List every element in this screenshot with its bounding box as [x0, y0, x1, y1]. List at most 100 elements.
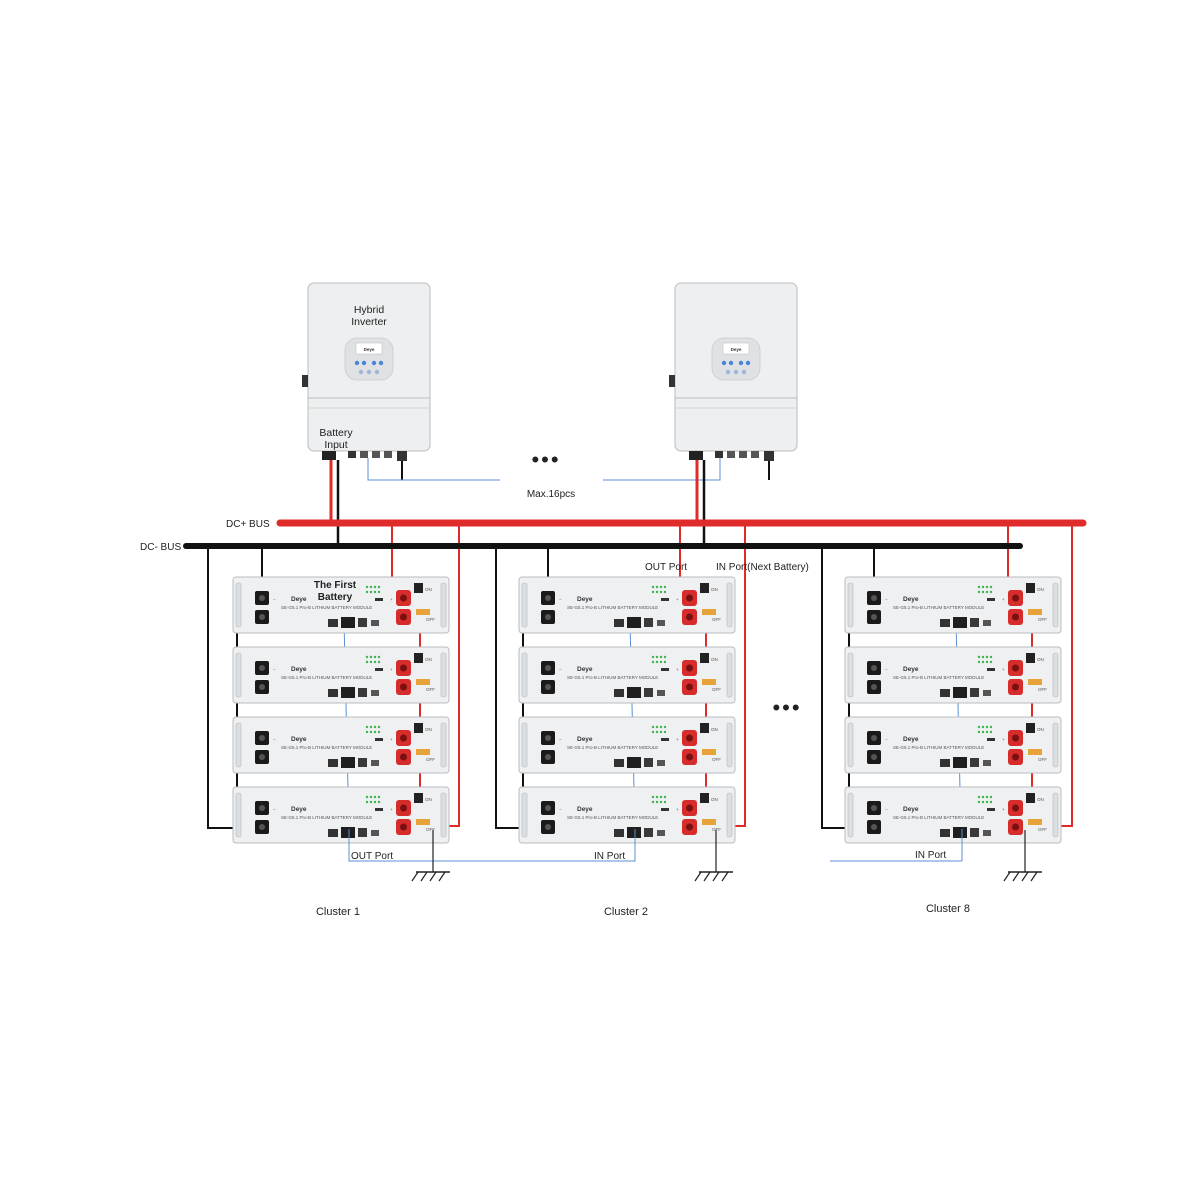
inverter-1: Deye Hybrid Inverter Battery Input — [302, 282, 431, 480]
cluster-1-label: Cluster 1 — [316, 906, 360, 918]
switch-on-label: ON — [1037, 657, 1044, 662]
battery-brand: Deye — [577, 736, 593, 743]
comm-port-icon — [614, 759, 624, 767]
minus-sign: − — [559, 667, 562, 672]
fuse-icon — [416, 749, 430, 755]
minus-sign: − — [273, 667, 276, 672]
battery-model: SE-G5.1 Pro-B LITHIUM BATTERY MODULE — [567, 815, 658, 820]
comm-port-icon — [940, 689, 950, 697]
ground-symbols — [411, 830, 1042, 882]
battery-brand: Deye — [903, 736, 919, 743]
switch-on-label: ON — [711, 587, 718, 592]
breaker-switch-icon — [1026, 723, 1035, 733]
switch-off-label: OFF — [1038, 827, 1047, 832]
first-battery-label-line2: Battery — [318, 592, 353, 603]
comm-port-icon — [627, 687, 641, 698]
comm-port-icon — [627, 757, 641, 768]
comm-port-icon — [940, 829, 950, 837]
switch-on-label: ON — [425, 797, 432, 802]
switch-on-label: ON — [425, 587, 432, 592]
comm-port-icon — [328, 829, 338, 837]
switch-off-label: OFF — [426, 687, 435, 692]
handle-icon — [847, 652, 854, 698]
fuse-icon — [1028, 679, 1042, 685]
inverter-title-line1: Hybrid — [354, 304, 385, 316]
series-cables — [522, 616, 707, 809]
comm-port-icon — [953, 827, 967, 838]
battery-brand: Deye — [291, 736, 307, 743]
battery-brand: Deye — [291, 596, 307, 603]
out-port-label: OUT Port — [645, 562, 687, 573]
switch-off-label: OFF — [712, 687, 721, 692]
handle-icon — [521, 582, 528, 628]
comm-port-icon — [970, 758, 979, 767]
plus-sign: + — [390, 597, 393, 602]
plus-sign: + — [1002, 807, 1005, 812]
handle-icon — [847, 792, 854, 838]
battery-input-label-line2: Input — [324, 439, 347, 451]
plus-sign: + — [676, 667, 679, 672]
switch-on-label: ON — [425, 727, 432, 732]
handle-icon — [847, 582, 854, 628]
comm-port-icon — [970, 828, 979, 837]
cluster-2-label: Cluster 2 — [604, 906, 648, 918]
handle-icon — [726, 652, 733, 698]
handle-icon — [440, 582, 447, 628]
fuse-icon — [416, 609, 430, 615]
comm-port-icon — [644, 688, 653, 697]
handle-icon — [440, 792, 447, 838]
dc-positive-bus-label: DC+ BUS — [226, 519, 270, 530]
cluster2-in-port-label: IN Port — [594, 851, 625, 862]
max-inverters-label: Max.16pcs — [527, 489, 575, 500]
handle-icon — [1052, 792, 1059, 838]
switch-on-label: ON — [711, 657, 718, 662]
breaker-switch-icon — [1026, 583, 1035, 593]
inverter-display-panel: Deye — [344, 337, 394, 381]
plus-sign: + — [676, 807, 679, 812]
fuse-icon — [702, 819, 716, 825]
handle-icon — [1052, 722, 1059, 768]
plus-sign: + — [390, 807, 393, 812]
comm-port-icon — [644, 618, 653, 627]
handle-icon — [847, 722, 854, 768]
battery-brand: Deye — [903, 806, 919, 813]
handle-icon — [1052, 582, 1059, 628]
cluster8-in-port-label: IN Port — [915, 850, 946, 861]
battery-cluster: − Deye SE-G5.1 Pro-B LITHIUM BATTERY MODUL… — [844, 576, 1062, 844]
breaker-switch-icon — [1026, 653, 1035, 663]
breaker-switch-icon — [414, 583, 423, 593]
switch-off-label: OFF — [426, 757, 435, 762]
switch-on-label: ON — [1037, 587, 1044, 592]
handle-icon — [235, 652, 242, 698]
minus-sign: − — [885, 737, 888, 742]
battery-model: SE-G5.1 Pro-B LITHIUM BATTERY MODULE — [567, 745, 658, 750]
switch-off-label: OFF — [426, 617, 435, 622]
inverter-comm-link-2 — [603, 458, 721, 481]
battery-model: SE-G5.1 Pro-B LITHIUM BATTERY MODULE — [281, 605, 372, 610]
battery-model: SE-G5.1 Pro-B LITHIUM BATTERY MODULE — [893, 605, 984, 610]
breaker-switch-icon — [1026, 793, 1035, 803]
switch-off-label: OFF — [712, 827, 721, 832]
switch-on-label: ON — [711, 797, 718, 802]
comm-port-icon — [341, 757, 355, 768]
battery-model: SE-G5.1 Pro-B LITHIUM BATTERY MODULE — [567, 605, 658, 610]
switch-on-label: ON — [425, 657, 432, 662]
plus-sign: + — [390, 737, 393, 742]
in-port-next-battery-label: IN Port(Next Battery) — [716, 562, 809, 573]
battery-brand: Deye — [577, 596, 593, 603]
inverter-screen-brand: Deye — [731, 347, 742, 352]
switch-off-label: OFF — [1038, 687, 1047, 692]
battery-model: SE-G5.1 Pro-B LITHIUM BATTERY MODULE — [281, 745, 372, 750]
cluster-8-label: Cluster 8 — [926, 903, 970, 915]
inverter-title-line2: Inverter — [351, 316, 387, 328]
battery-input-label-line1: Battery — [319, 427, 353, 439]
minus-sign: − — [559, 807, 562, 812]
